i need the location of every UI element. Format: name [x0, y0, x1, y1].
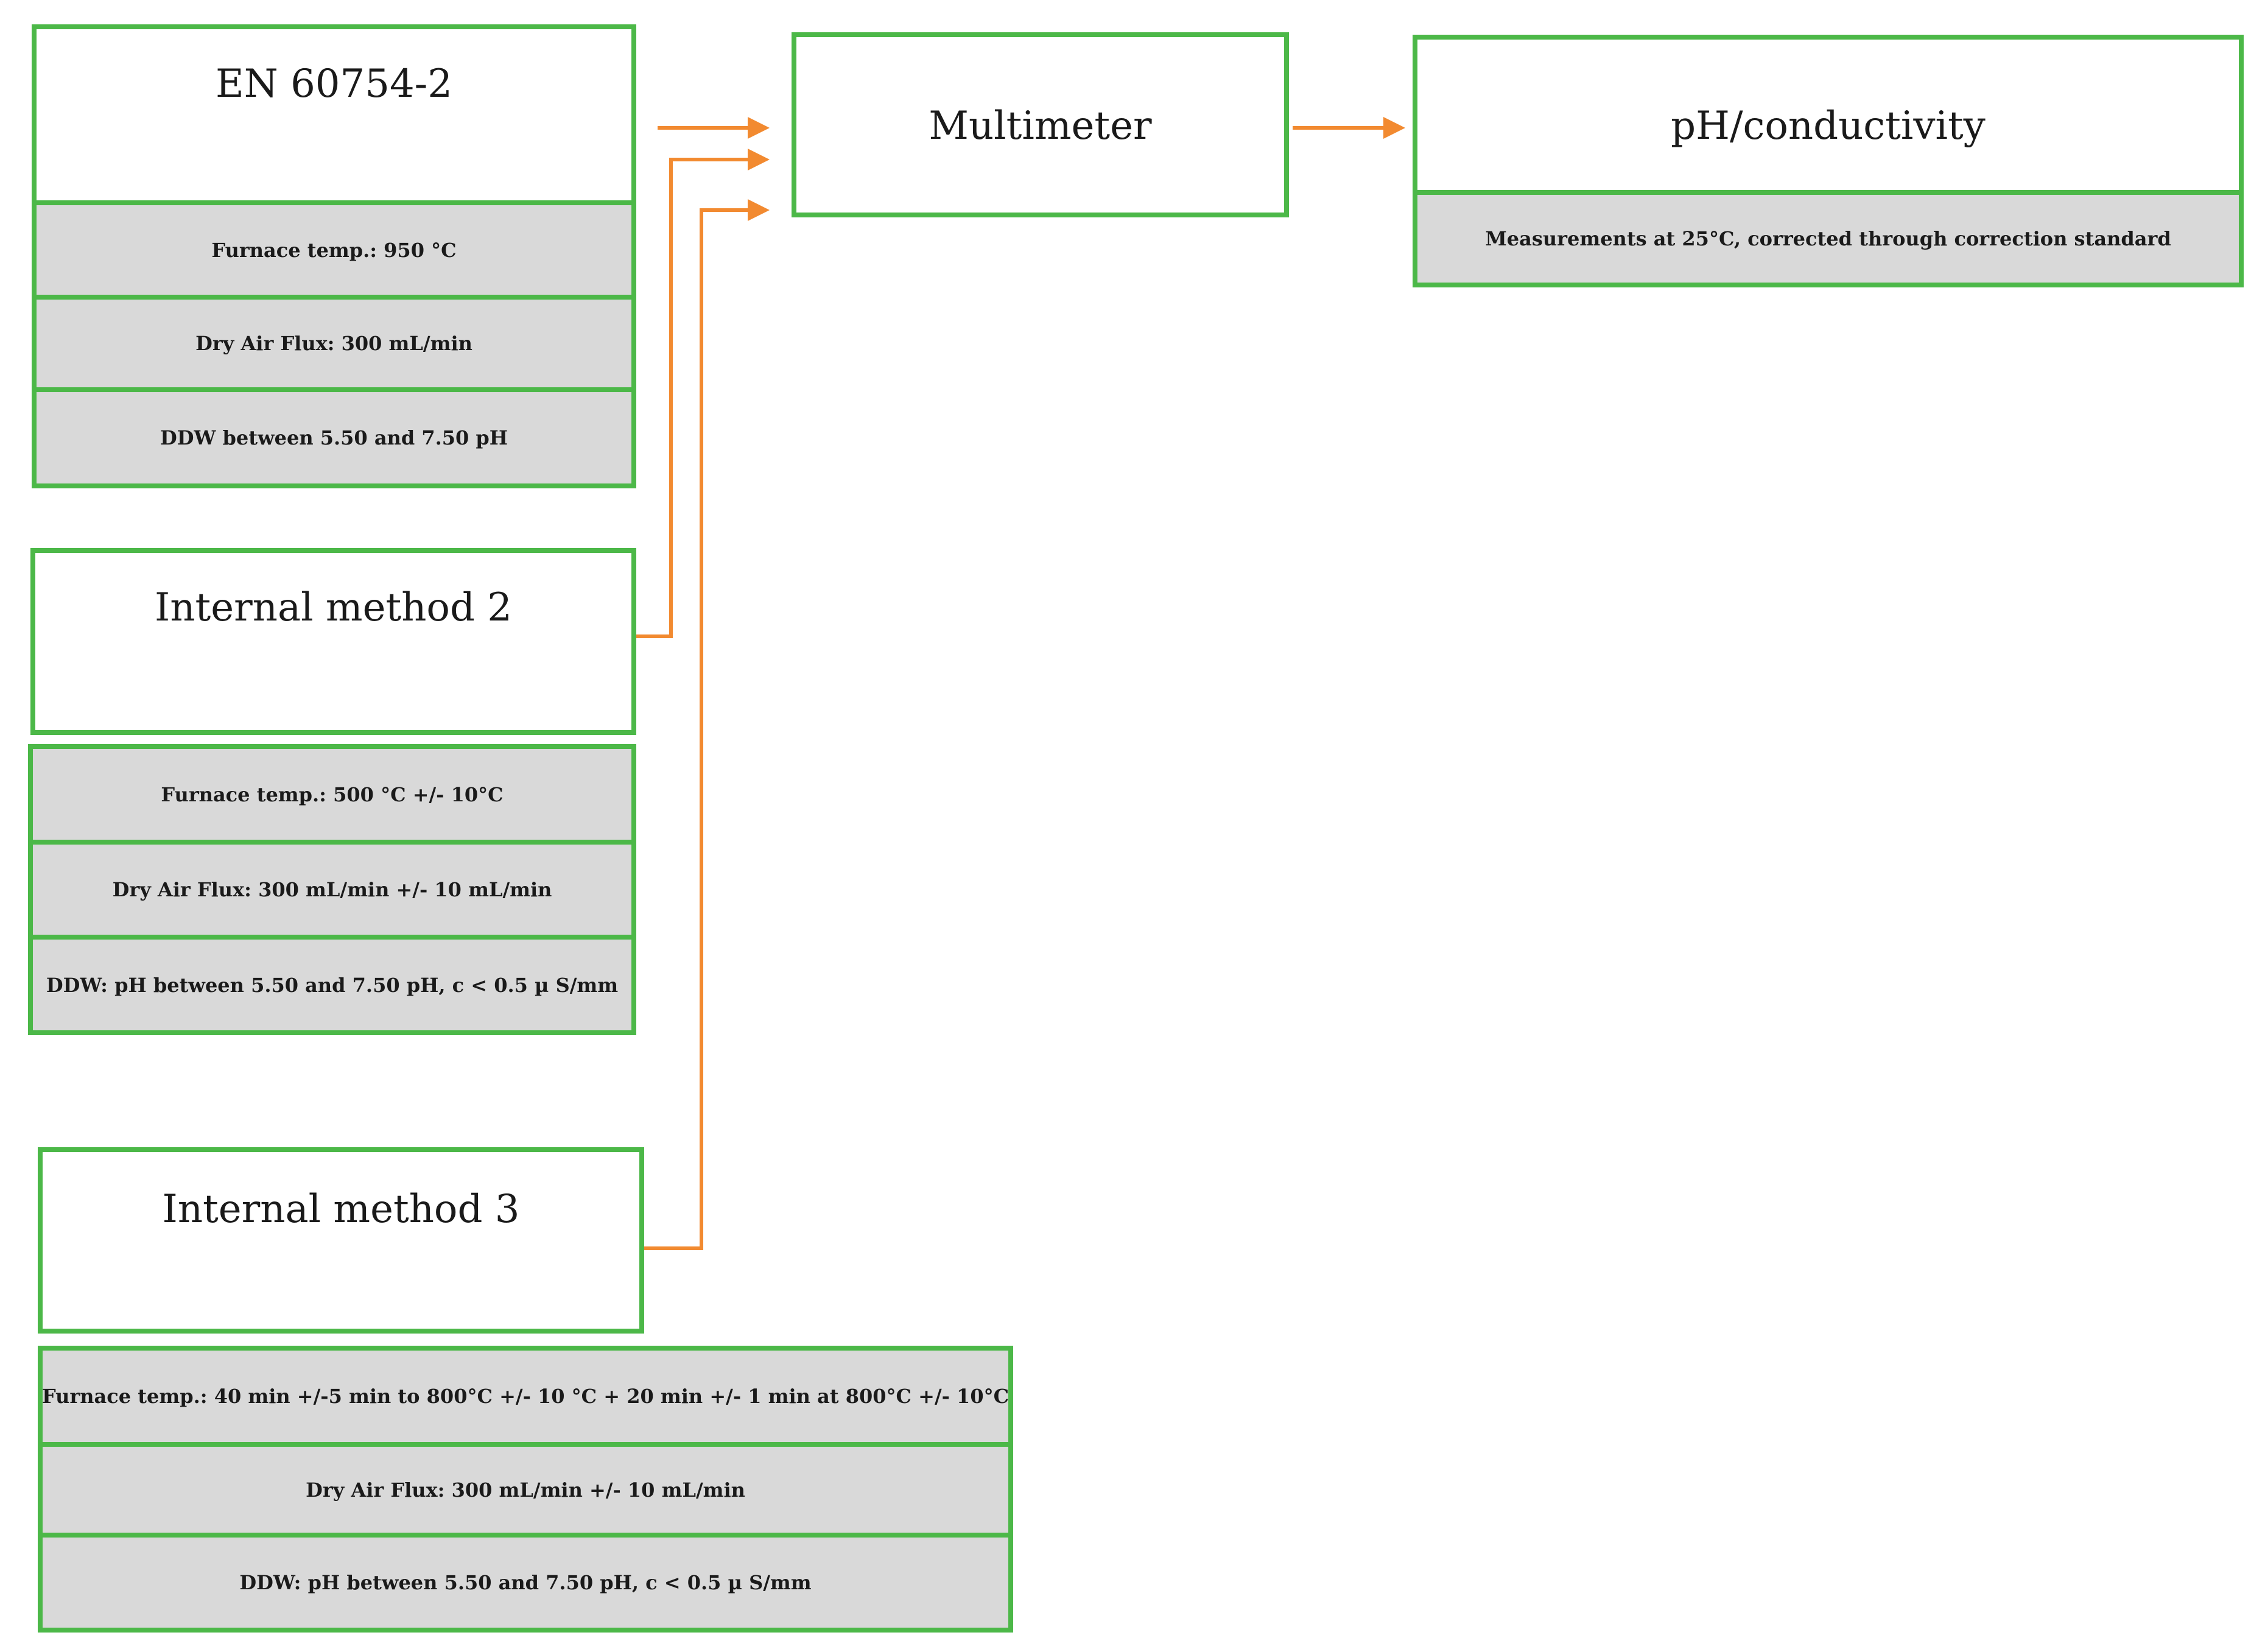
method-internal2-title: Internal method 2 — [155, 585, 512, 630]
method-en60754-title-box: EN 60754-2 — [32, 24, 636, 205]
method-internal3-row-ddw: DDW: pH between 5.50 and 7.50 pH, c < 0.… — [38, 1533, 1013, 1633]
method-internal3-title-box: Internal method 3 — [38, 1147, 644, 1334]
method-internal2-row-ddw: DDW: pH between 5.50 and 7.50 pH, c < 0.… — [28, 935, 636, 1035]
method-internal3-row-furnace: Furnace temp.: 40 min +/-5 min to 800°C … — [38, 1346, 1013, 1447]
multimeter-box: Multimeter — [792, 32, 1289, 217]
arrow-method2-to-multimeter — [633, 149, 770, 638]
multimeter-title: Multimeter — [929, 104, 1152, 149]
method-internal3-row-airflux: Dry Air Flux: 300 mL/min +/- 10 mL/min — [38, 1442, 1013, 1538]
method-internal2-row-furnace: Furnace temp.: 500 °C +/- 10°C — [28, 744, 636, 845]
method-en60754-row-ddw: DDW between 5.50 and 7.50 pH — [32, 387, 636, 488]
method-internal2-row-airflux: Dry Air Flux: 300 mL/min +/- 10 mL/min — [28, 840, 636, 940]
method-internal2-title-box: Internal method 2 — [30, 548, 636, 735]
ph-conductivity-row-measurements: Measurements at 25°C, corrected through … — [1413, 190, 2244, 287]
ph-conductivity-title: pH/conductivity — [1671, 104, 1986, 149]
method-en60754-row-furnace: Furnace temp.: 950 °C — [32, 200, 636, 300]
ph-conductivity-box: pH/conductivity — [1413, 35, 2244, 195]
method-en60754-title: EN 60754-2 — [216, 62, 452, 107]
method-internal3-title: Internal method 3 — [162, 1187, 520, 1232]
method-en60754-row-airflux: Dry Air Flux: 300 mL/min — [32, 295, 636, 392]
arrow-method3-to-multimeter — [642, 199, 770, 1250]
